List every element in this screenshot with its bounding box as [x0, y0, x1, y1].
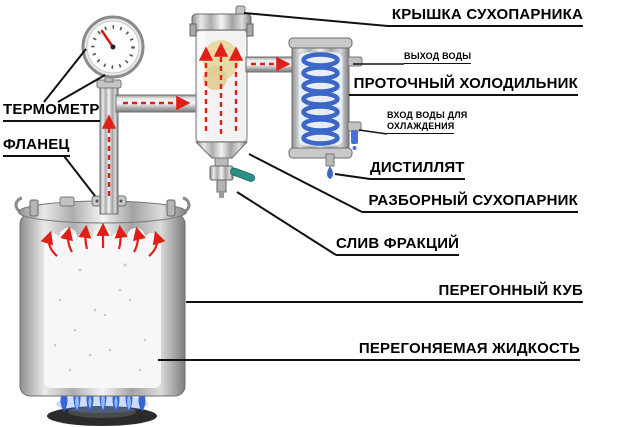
- label-cooler: ПРОТОЧНЫЙ ХОЛОДИЛЬНИК: [349, 76, 578, 96]
- pot-liquid: [44, 227, 161, 388]
- vapor-arrows-pot: [40, 222, 166, 257]
- label-distilled-liquid: ПЕРЕГОНЯЕМАЯ ЖИДКОСТЬ: [158, 341, 580, 361]
- label-still-pot: ПЕРЕГОННЫЙ КУБ: [186, 283, 583, 303]
- leader-lines: [43, 12, 404, 256]
- label-distillate: ДИСТИЛЛЯТ: [370, 160, 465, 180]
- drain-valve: [209, 165, 256, 198]
- water-inlet-fitting: [347, 121, 362, 150]
- boiling-bubbles: [53, 263, 147, 372]
- vapor-arrows-pipes: [101, 42, 291, 196]
- label-steamer-lid: КРЫШКА СУХОПАРНИКА: [388, 7, 583, 27]
- label-water-inlet-line1: ВХОД ВОДЫ ДЛЯ: [387, 110, 468, 120]
- lid-fitting: [59, 196, 75, 207]
- thermometer-gauge: [81, 15, 145, 79]
- label-steamer: РАЗБОРНЫЙ СУХОПАРНИК: [362, 193, 578, 213]
- label-flange: ФЛАНЕЦ: [3, 137, 70, 157]
- valve-handle: [230, 167, 256, 182]
- cooling-coil: [301, 52, 340, 146]
- label-fraction-drain: СЛИВ ФРАКЦИЙ: [336, 236, 460, 256]
- steamer-lid: [189, 5, 254, 37]
- thermometer-needle: [100, 29, 115, 49]
- label-thermometer: ТЕРМОМЕТР: [3, 102, 100, 122]
- lid-clamp-right: [166, 199, 176, 217]
- label-water-inlet-line2: ОХЛАЖДЕНИЯ: [387, 121, 455, 134]
- distillate-drop: [327, 166, 333, 179]
- label-water-outlet: ВЫХОД ВОДЫ: [404, 51, 472, 64]
- distillate-outlet: [325, 153, 335, 179]
- lid-clamp-left: [29, 199, 39, 217]
- vapor-pipe-horizontal: [115, 94, 199, 113]
- steamer-cone: [194, 141, 249, 167]
